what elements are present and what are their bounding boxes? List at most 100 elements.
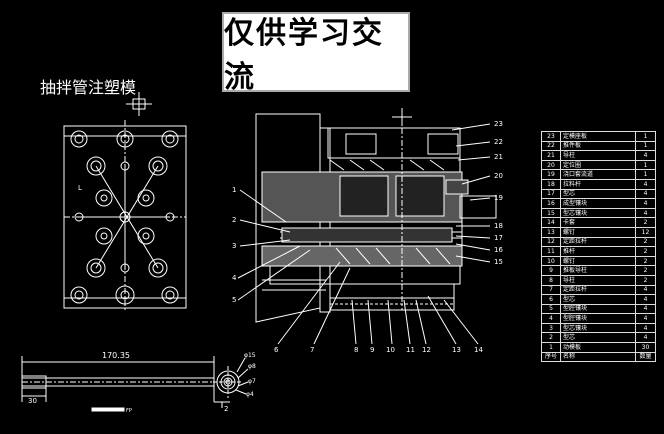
- dim-length-2: 2: [224, 405, 228, 413]
- bom-cell-name: 型芯镶块: [560, 207, 636, 219]
- bom-cell-qty: 4: [635, 198, 656, 209]
- callout-label: 18: [494, 222, 503, 230]
- callout-label: 19: [494, 194, 503, 202]
- bom-header-row: 序号名称数量: [541, 351, 656, 363]
- part-drawing: [21, 356, 249, 412]
- bom-cell-number: 9: [541, 265, 561, 276]
- callouts-left: 1 2 3 4 5: [232, 186, 237, 304]
- bom-cell-name: 推板导柱: [560, 265, 636, 276]
- bom-cell-number: 14: [541, 217, 561, 228]
- bom-cell-number: 1: [541, 342, 561, 353]
- callout-label: 12: [422, 346, 431, 354]
- callout-label: 3: [232, 242, 236, 250]
- bom-cell-number: 5: [541, 303, 561, 315]
- callout-label: 14: [474, 346, 483, 354]
- bom-cell-number: 10: [541, 255, 561, 267]
- callout-label: 9: [370, 346, 374, 354]
- bom-cell-name: 型芯镶块: [560, 322, 636, 334]
- bom-cell-qty: 2: [635, 265, 656, 276]
- bom-cell-name: 螺钉: [560, 226, 636, 238]
- bom-cell-name: 导柱: [560, 150, 636, 161]
- bom-cell-number: 2: [541, 332, 561, 344]
- bom-cell-number: 6: [541, 294, 561, 305]
- bom-cell-number: 17: [541, 188, 561, 200]
- callout-label: 20: [494, 172, 503, 180]
- bom-cell-qty: 4: [635, 322, 656, 334]
- bom-cell-number: 12: [541, 236, 561, 248]
- bom-cell-qty: 4: [635, 332, 656, 344]
- bom-cell-qty: 4: [635, 313, 656, 324]
- dim-dia-b: φ8: [248, 363, 256, 370]
- bom-cell-number: 13: [541, 226, 561, 238]
- bom-cell-qty: 2: [635, 255, 656, 267]
- bom-cell-name: 浇口套流道: [560, 169, 636, 180]
- bom-cell-number: 20: [541, 159, 561, 171]
- bom-cell-number: 16: [541, 198, 561, 209]
- watermark-banner: 仅供学习交流: [222, 12, 410, 95]
- bom-cell-qty: 1: [635, 159, 656, 171]
- part-small-label: FP: [126, 408, 132, 414]
- callout-label: 16: [494, 246, 503, 254]
- callout-label: 8: [354, 346, 358, 354]
- callout-label: 4: [232, 274, 237, 282]
- callout-label: 15: [494, 258, 503, 266]
- bom-cell-number: 18: [541, 178, 561, 190]
- assembly-section: [255, 108, 497, 323]
- callout-label: 2: [232, 216, 236, 224]
- callout-label: 6: [274, 346, 279, 354]
- banner-text: 仅供学习交流: [224, 16, 384, 95]
- dim-length-30: 30: [28, 397, 37, 405]
- bom-cell-qty: 12: [635, 226, 656, 238]
- callout-label: 23: [494, 120, 503, 128]
- bom-cell-name: 型腔镶块: [560, 303, 636, 315]
- bom-cell-name: 型芯: [560, 294, 636, 305]
- bom-cell-qty: 4: [635, 178, 656, 190]
- bom-cell-name: 动模板: [560, 342, 636, 353]
- bom-cell-qty: 2: [635, 246, 656, 257]
- callout-label: 1: [232, 186, 236, 194]
- bom-cell-name: 型芯: [560, 188, 636, 200]
- bom-cell-name: 定模座板: [560, 131, 636, 142]
- bom-cell-qty: 数量: [635, 351, 656, 363]
- bom-cell-qty: 4: [635, 207, 656, 219]
- bom-cell-name: 拉料杆: [560, 178, 636, 190]
- center-mark-top: [126, 92, 152, 116]
- bom-cell-qty: 4: [635, 294, 656, 305]
- bom-cell-name: 成型镶块: [560, 198, 636, 209]
- bom-cell-qty: 1: [635, 140, 656, 152]
- plan-corner-label: L: [78, 184, 82, 192]
- dim-dia-a: φ15: [244, 352, 256, 359]
- bom-cell-number: 23: [541, 131, 561, 142]
- bom-cell-name: 推件板: [560, 140, 636, 152]
- leader-lines: [237, 123, 491, 345]
- bom-cell-name: 定距拉杆: [560, 284, 636, 296]
- bom-cell-qty: 4: [635, 150, 656, 161]
- bom-cell-name: 导柱: [560, 274, 636, 286]
- callout-label: 5: [232, 296, 236, 304]
- bom-cell-number: 15: [541, 207, 561, 219]
- callout-label: 22: [494, 138, 503, 146]
- dim-dia-d: φ4: [246, 391, 254, 398]
- bom-cell-qty: 4: [635, 188, 656, 200]
- bom-cell-qty: 4: [635, 284, 656, 296]
- callouts-bottom: 6 7 8 9 10 11 12 13 14: [274, 346, 483, 354]
- callout-label: 11: [406, 346, 415, 354]
- plan-view: [63, 120, 187, 312]
- dim-dia-c: φ7: [248, 378, 256, 385]
- bom-cell-number: 8: [541, 274, 561, 286]
